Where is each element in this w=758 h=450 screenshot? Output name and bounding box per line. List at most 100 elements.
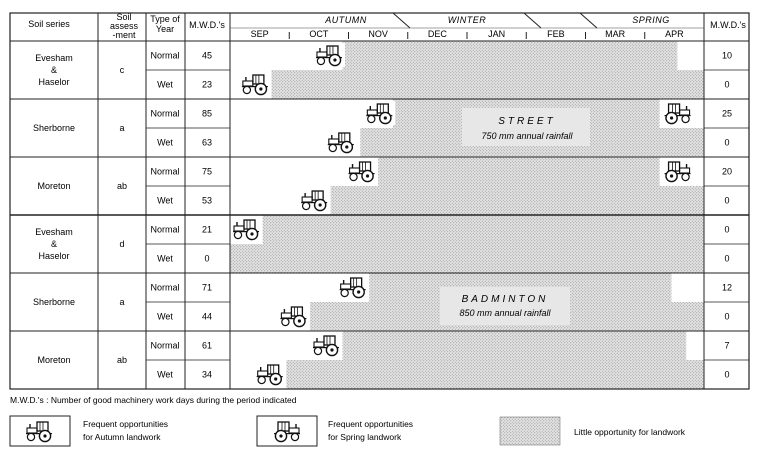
mwd-value: 71: [202, 283, 212, 293]
mwd-right-value: 7: [724, 341, 729, 351]
tractor-autumn-icon: [324, 129, 358, 155]
table-header: Soil series Soil assess -ment Type of Ye…: [28, 12, 746, 40]
little-opportunity-period: [286, 360, 704, 389]
mwd-value: 44: [202, 312, 212, 322]
mwd-right-value: 25: [722, 109, 732, 119]
mwd-value: 53: [202, 196, 212, 206]
year-type: Normal: [150, 283, 179, 293]
legend: Frequent opportunities for Autumn landwo…: [9, 415, 686, 447]
mwd-right-value: 20: [722, 167, 732, 177]
month-label: APR: [665, 29, 684, 39]
soil-series-name: &: [51, 65, 57, 75]
tractor-autumn-icon: [344, 158, 379, 184]
site-street: STREET 750 mm annual rainfall: [462, 108, 590, 146]
tractor-autumn-icon: [22, 418, 56, 444]
mwd-value: 0: [204, 254, 209, 264]
soil-assessment: a: [119, 297, 124, 307]
site-name: STREET: [498, 116, 555, 127]
mwd-right-value: 0: [724, 254, 729, 264]
month-label: FEB: [547, 29, 565, 39]
month-label: JAN: [488, 29, 505, 39]
year-type: Normal: [150, 51, 179, 61]
legend-spring-label-2: for Spring landwork: [328, 432, 402, 442]
tractor-spring-icon: [660, 100, 695, 126]
legend-spring-label-1: Frequent opportunities: [328, 419, 413, 429]
table-grid: [9, 12, 750, 390]
mwd-value: 45: [202, 51, 212, 61]
month-label: SEP: [251, 29, 269, 39]
little-opportunity-period: [271, 70, 704, 99]
mwd-right-value: 0: [724, 196, 729, 206]
header-soil-assessment-3: -ment: [112, 30, 136, 40]
month-labels: SEP OCT NOV DEC JAN FEB MAR APR: [251, 29, 684, 39]
tractor-autumn-icon: [229, 216, 263, 242]
season-divider: [392, 12, 411, 29]
legend-shade-swatch: [499, 416, 561, 446]
soil-assessment: a: [119, 123, 124, 133]
tractor-autumn-icon: [252, 361, 287, 387]
soil-series-name: &: [51, 239, 57, 249]
header-type-of-year-2: Year: [156, 24, 174, 34]
tractor-autumn-icon: [362, 100, 397, 126]
soil-series-name: Moreton: [37, 355, 70, 365]
little-opportunity-period: [230, 244, 704, 273]
year-type: Normal: [150, 341, 179, 351]
mwd-right-value: 10: [722, 51, 732, 61]
header-soil-series: Soil series: [28, 19, 70, 29]
footnote: M.W.D.'s : Number of good machinery work…: [10, 395, 297, 405]
shaded-periods: [230, 41, 704, 389]
year-type: Wet: [157, 254, 173, 264]
mwd-right-value: 0: [724, 225, 729, 235]
tractor-spring-icon: [660, 158, 695, 184]
mwd-right-value: 0: [724, 138, 729, 148]
tractor-autumn-icon: [297, 187, 331, 213]
soil-series-name: Evesham: [35, 53, 73, 63]
mwd-value: 23: [202, 80, 212, 90]
season-divider: [579, 12, 598, 29]
site-label-backdrop: [440, 287, 570, 325]
mwd-value: 61: [202, 341, 212, 351]
site-name: BADMINTON: [462, 294, 549, 305]
mwd-right-value: 0: [724, 312, 729, 322]
tractor-autumn-icon: [335, 274, 370, 300]
site-label-backdrop: [462, 108, 590, 146]
mwd-right-value: 12: [722, 283, 732, 293]
season-autumn: AUTUMN: [324, 15, 367, 25]
soil-series-name: Haselor: [38, 77, 69, 87]
month-label: MAR: [605, 29, 626, 39]
year-type: Wet: [157, 312, 173, 322]
soil-assessment: c: [120, 65, 125, 75]
legend-autumn-label-1: Frequent opportunities: [83, 419, 168, 429]
tractor-autumn-icon: [238, 71, 272, 97]
soil-series-name: Moreton: [37, 181, 70, 191]
year-type: Normal: [150, 109, 179, 119]
month-label: OCT: [309, 29, 329, 39]
header-mwd-right: M.W.D.'s: [710, 20, 746, 30]
year-type: Wet: [157, 370, 173, 380]
site-rainfall: 850 mm annual rainfall: [459, 308, 551, 318]
tractor-spring-icon: [270, 418, 304, 444]
mwd-right-value: 0: [724, 370, 729, 380]
tractor-autumn-icon: [276, 303, 311, 329]
little-opportunity-period: [342, 331, 687, 360]
soil-series-name: Sherborne: [33, 123, 75, 133]
soil-assessment: ab: [117, 181, 127, 191]
soil-series-name: Evesham: [35, 227, 73, 237]
header-soil-assessment-1: Soil: [116, 12, 131, 22]
table-border: [9, 12, 750, 390]
month-label: NOV: [368, 29, 388, 39]
site-rainfall: 750 mm annual rainfall: [481, 131, 573, 141]
soil-assessment: d: [119, 239, 124, 249]
year-type: Wet: [157, 196, 173, 206]
year-type: Normal: [150, 167, 179, 177]
month-label: DEC: [428, 29, 448, 39]
season-winter: WINTER: [448, 15, 487, 25]
soil-series-name: Haselor: [38, 251, 69, 261]
little-opportunity-period: [342, 41, 678, 70]
year-type: Normal: [150, 225, 179, 235]
tractor-autumn-icon: [312, 42, 346, 68]
legend-little-label: Little opportunity for landwork: [574, 427, 686, 437]
little-opportunity-period: [330, 186, 704, 215]
